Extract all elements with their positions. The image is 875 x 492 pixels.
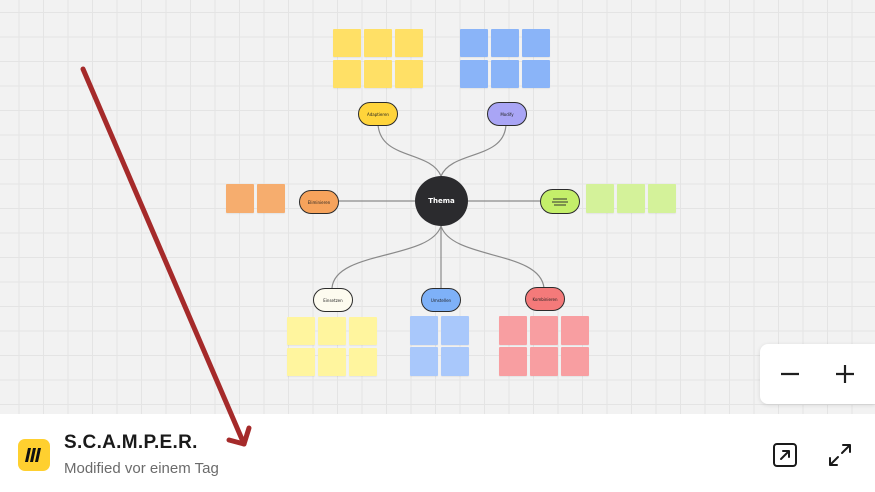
branch-node-eliminate[interactable]: Eliminieren (299, 190, 339, 214)
branch-node-modify[interactable]: Modify (487, 102, 527, 126)
connector-bottom-right (440, 225, 545, 289)
text-lines-icon (552, 198, 568, 205)
sticky-note[interactable] (287, 348, 315, 376)
sticky-note[interactable] (491, 60, 519, 88)
sticky-note[interactable] (617, 184, 645, 213)
sticky-note[interactable] (530, 347, 558, 376)
sticky-note[interactable] (410, 316, 438, 345)
sticky-note[interactable] (364, 60, 392, 88)
sticky-note[interactable] (364, 29, 392, 57)
sticky-note[interactable] (499, 316, 527, 345)
sticky-note[interactable] (460, 60, 488, 88)
fullscreen-button[interactable] (825, 440, 855, 470)
sticky-note[interactable] (460, 29, 488, 57)
sticky-note[interactable] (349, 348, 377, 376)
sticky-note[interactable] (491, 29, 519, 57)
zoom-out-button[interactable] (762, 344, 818, 404)
branch-node-right[interactable] (540, 189, 580, 214)
branch-node-rearrange[interactable]: Umstellen (421, 288, 461, 312)
expand-icon (829, 444, 851, 466)
sticky-note[interactable] (333, 29, 361, 57)
sticky-note[interactable] (333, 60, 361, 88)
open-external-icon (773, 443, 797, 467)
board-modified-status: Modified vor einem Tag (64, 460, 219, 477)
board-title[interactable]: S.C.A.M.P.E.R. (64, 432, 198, 453)
zoom-in-button[interactable] (817, 344, 873, 404)
whiteboard-canvas[interactable]: Adaptieren Modify Eliminieren Einsetzen … (0, 0, 875, 414)
sticky-note[interactable] (441, 316, 469, 345)
minus-icon (781, 372, 799, 376)
sticky-note[interactable] (395, 29, 423, 57)
sticky-note[interactable] (318, 348, 346, 376)
sticky-note[interactable] (522, 60, 550, 88)
branch-node-combine[interactable]: Kombinieren (525, 287, 565, 311)
sticky-note[interactable] (226, 184, 254, 213)
sticky-note[interactable] (349, 317, 377, 345)
branch-node-substitute[interactable]: Einsetzen (313, 288, 353, 312)
connector-top-right (440, 123, 507, 177)
sticky-note[interactable] (561, 347, 589, 376)
sticky-note[interactable] (395, 60, 423, 88)
sticky-note[interactable] (318, 317, 346, 345)
sticky-note[interactable] (530, 316, 558, 345)
sticky-note[interactable] (441, 347, 469, 376)
sticky-note[interactable] (648, 184, 676, 213)
sticky-note[interactable] (522, 29, 550, 57)
sticky-note[interactable] (499, 347, 527, 376)
zoom-controls (760, 344, 875, 404)
mindmap-center-node[interactable]: Thema (415, 176, 468, 226)
plus-icon (836, 365, 854, 383)
sticky-note[interactable] (410, 347, 438, 376)
branch-node-adapt[interactable]: Adaptieren (358, 102, 398, 126)
sticky-note[interactable] (561, 316, 589, 345)
sticky-note[interactable] (257, 184, 285, 213)
connector-top-left (377, 123, 442, 177)
mindmap-connectors (331, 123, 545, 289)
sticky-note[interactable] (586, 184, 614, 213)
miro-logo-icon (18, 439, 50, 471)
open-external-button[interactable] (770, 440, 800, 470)
connector-bottom-left (331, 225, 442, 289)
sticky-note[interactable] (287, 317, 315, 345)
